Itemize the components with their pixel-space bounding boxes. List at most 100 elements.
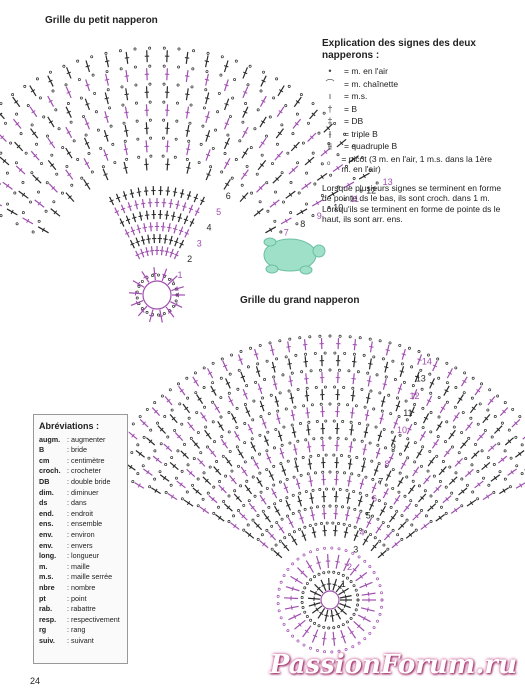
round-stitch <box>138 451 142 456</box>
chain-stitch <box>258 200 262 204</box>
chain-stitch <box>343 197 347 201</box>
abbreviation-row: rg: rang <box>39 625 122 636</box>
chain-stitch <box>309 646 312 650</box>
round-number: 11 <box>403 408 412 418</box>
chain-stitch <box>249 146 253 150</box>
round-stitch <box>66 91 71 94</box>
chain-stitch <box>111 142 115 146</box>
legend-text: = m. chaînette <box>344 78 399 89</box>
abbreviation-key: suiv. <box>39 635 55 645</box>
round-stitch <box>33 153 38 158</box>
chain-stitch <box>15 222 19 226</box>
chain-stitch <box>378 480 382 484</box>
chain-stitch <box>186 463 190 467</box>
chain-stitch <box>148 100 152 104</box>
round-stitch <box>0 204 3 207</box>
chain-stitch <box>21 211 25 215</box>
round-stitch <box>119 221 125 224</box>
round-stitch <box>304 183 309 188</box>
chain-stitch <box>463 371 467 375</box>
chain-stitch <box>368 441 372 445</box>
chain-stitch <box>284 355 288 359</box>
chain-stitch <box>381 521 385 524</box>
chain-stitch <box>409 499 413 503</box>
chain-stitch <box>368 168 372 172</box>
legend-symbol: ⫲ <box>328 128 332 139</box>
round-stitch <box>493 475 498 481</box>
chain-stitch <box>391 528 395 532</box>
chain-stitch <box>376 517 380 521</box>
round-stitch <box>412 392 417 396</box>
chain-stitch <box>267 412 271 416</box>
chain-stitch <box>29 200 32 204</box>
chain-stitch <box>300 601 304 604</box>
abbreviation-row: DB: double bride <box>39 477 122 488</box>
chain-stitch <box>309 369 313 373</box>
chain-stitch <box>206 51 210 55</box>
chain-stitch <box>84 133 88 137</box>
chain-stitch <box>429 411 433 414</box>
chain-stitch <box>266 209 270 213</box>
chain-stitch <box>391 486 395 490</box>
round-stitch <box>186 166 191 169</box>
chain-stitch <box>82 115 86 118</box>
legend-symbol: ᵒ <box>326 158 331 169</box>
chain-stitch <box>156 421 160 425</box>
chain-stitch <box>164 491 168 494</box>
abbreviation-row: croch.: crocheter <box>39 466 122 477</box>
round-stitch <box>380 552 385 557</box>
chain-stitch <box>342 385 346 389</box>
chain-stitch <box>400 514 404 517</box>
round-stitch <box>137 483 141 488</box>
chain-stitch <box>362 353 366 357</box>
abbreviation-key: m. <box>39 561 48 571</box>
chain-stitch <box>202 106 206 110</box>
legend-symbol: • <box>328 66 332 76</box>
chain-stitch <box>175 119 179 123</box>
chain-stitch <box>421 406 425 410</box>
round-stitch <box>278 89 284 93</box>
chain-stitch <box>168 277 171 281</box>
chain-stitch <box>261 509 265 513</box>
chain-stitch <box>148 118 152 122</box>
chain-stitch <box>406 456 410 460</box>
chain-stitch <box>265 468 269 471</box>
round-stitch <box>18 168 23 172</box>
chain-stitch <box>429 519 433 523</box>
chain-stitch <box>242 528 246 532</box>
round-stitch <box>397 387 403 390</box>
chain-stitch <box>467 436 471 440</box>
round-stitch <box>169 251 174 255</box>
chain-stitch <box>301 141 305 145</box>
chain-stitch <box>332 570 336 574</box>
round-stitch <box>340 608 344 613</box>
round-number: 9 <box>317 211 322 221</box>
chain-stitch <box>391 449 395 453</box>
round-stitch <box>496 427 501 432</box>
chain-stitch <box>345 164 348 168</box>
round-stitch <box>271 366 277 369</box>
round-stitch <box>476 388 481 393</box>
chain-stitch <box>300 370 304 374</box>
round-stitch <box>514 421 518 426</box>
legend-note: Lorsque plusieurs signes se terminent en… <box>322 182 502 225</box>
abbreviation-row: long.: longueur <box>39 551 122 562</box>
chain-stitch <box>0 214 3 218</box>
round-stitch <box>367 591 370 597</box>
chain-stitch <box>396 533 400 537</box>
chain-stitch <box>277 609 281 613</box>
round-stitch <box>295 482 301 485</box>
round-stitch <box>401 353 407 356</box>
chain-stitch <box>452 425 456 429</box>
round-stitch <box>337 585 342 590</box>
chain-stitch <box>305 386 309 390</box>
chain-stitch <box>254 380 258 384</box>
round-stitch <box>176 286 179 291</box>
chain-stitch <box>77 78 81 81</box>
round-stitch <box>362 173 366 179</box>
chain-stitch <box>372 626 376 630</box>
round-stitch <box>251 445 256 449</box>
round-stitch <box>394 498 400 502</box>
round-number: 12 <box>366 186 376 196</box>
abbreviation-value: : ensemble <box>67 519 103 529</box>
